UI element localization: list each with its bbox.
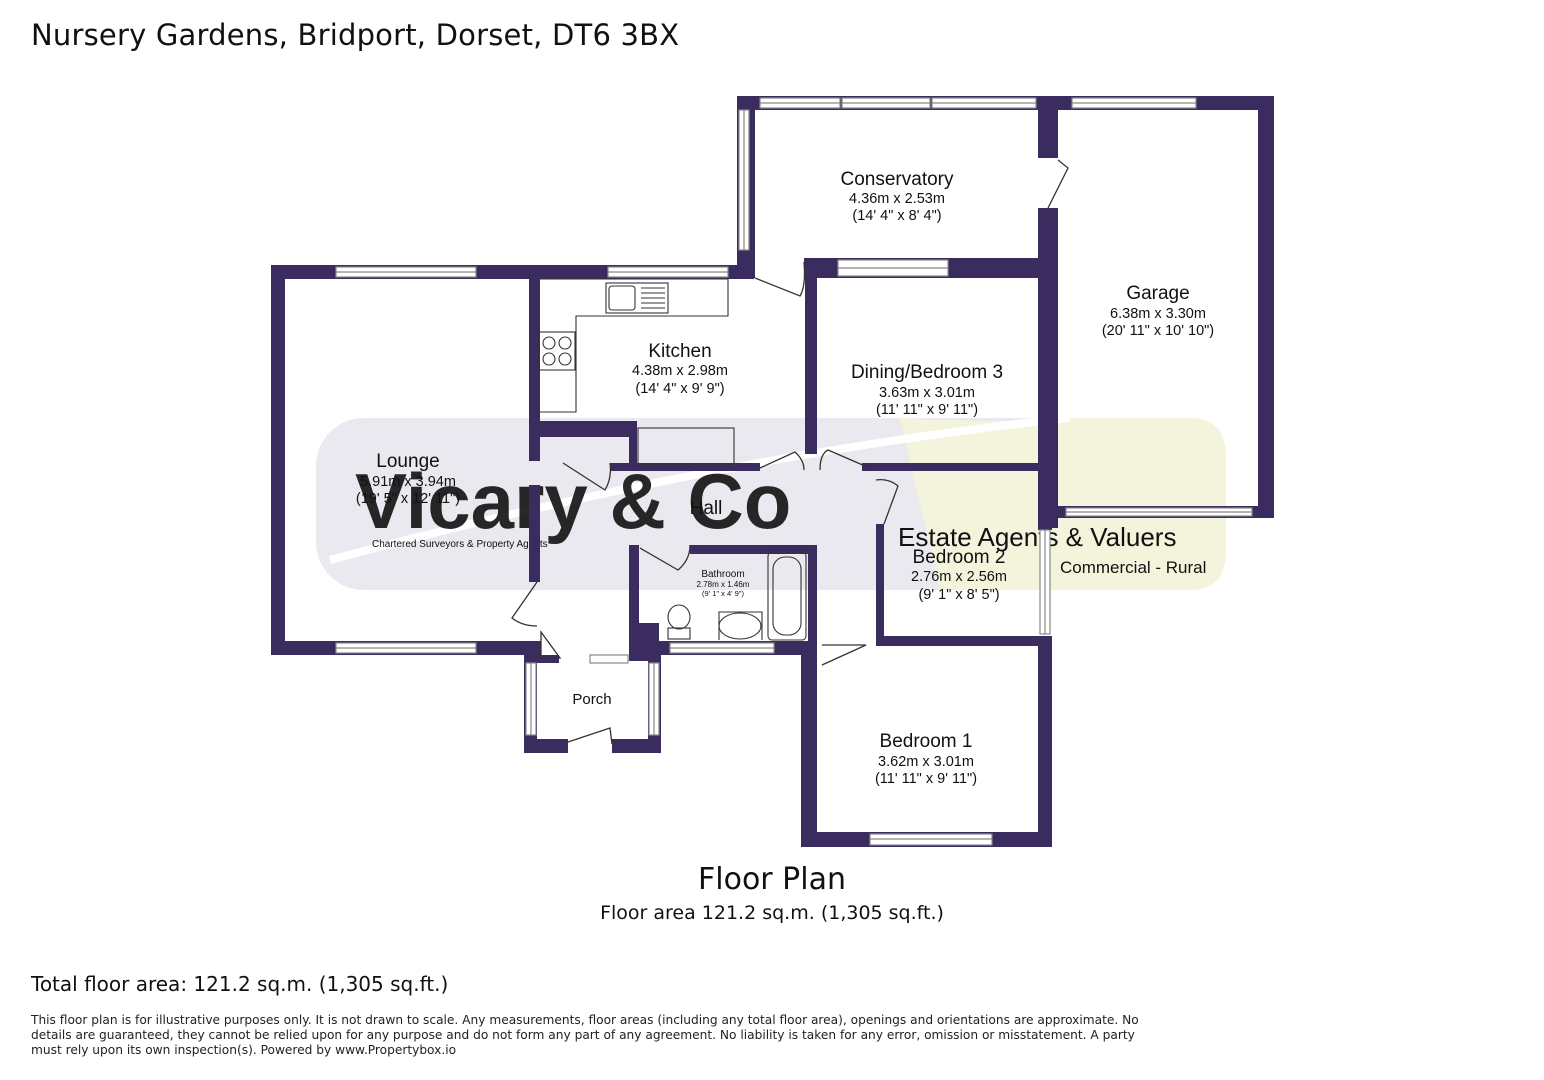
room-name-bedroom2: Bedroom 2 [913,547,1006,568]
wall-bathroom-left [629,545,639,655]
wall-conservatory-garage-lower [1038,208,1058,528]
room-size-metric-bedroom1: 3.62m x 3.01m [878,754,974,770]
wall-dining-left [805,278,817,454]
room-size-metric-dining: 3.63m x 3.01m [879,385,975,401]
watermark-swoosh [328,414,1071,564]
basin-unit [718,611,763,640]
window-porch-top [589,654,629,664]
kitchen-hob [538,331,576,371]
wall-bedroom2-left [876,524,884,644]
watermark: Vicary & Co Chartered Surveyors & Proper… [316,414,1226,590]
wall-cupboard-top [529,421,635,437]
sink-bowl [608,285,636,311]
room-name-dining: Dining/Bedroom 3 [851,362,1003,383]
door-bathroom [639,544,691,571]
basin [718,612,762,640]
wall-dining-bottom [862,463,1052,471]
wall-porch-top-left [537,655,559,663]
watermark-sectors: Commercial - Rural [1060,558,1206,577]
room-labels: Conservatory 4.36m x 2.53m (14' 4" x 8' … [356,169,1214,787]
room-name-garage: Garage [1126,283,1189,304]
wall-kitchen-bottom [610,463,760,471]
wall-porch-bottom-left [524,739,568,753]
room-size-imperial-bedroom2: (9' 1" x 8' 5") [918,587,999,603]
watermark-tagline: Estate Agents & Valuers [898,522,1176,552]
wall-bathroom-right [808,545,817,655]
hob-ring [558,336,572,350]
room-size-metric-kitchen: 4.38m x 2.98m [632,363,728,379]
room-size-imperial-lounge: (19' 5" x 12' 11") [356,491,460,507]
door-cupboard [562,462,612,491]
plan-floor-area: Floor area 121.2 sq.m. (1,305 sq.ft.) [600,902,944,924]
door-dining [819,449,866,471]
kitchen-sink [605,282,669,314]
room-name-hall: Hall [690,498,723,519]
door-kitchen [759,451,805,471]
room-size-metric-conservatory: 4.36m x 2.53m [849,191,945,207]
door-hall-porch [540,630,562,659]
room-name-conservatory: Conservatory [841,169,954,190]
door-bedroom2 [875,478,899,525]
wall-kitchen-bottom-end [734,463,760,471]
bath-inner [772,556,802,636]
room-size-metric-garage: 6.38m x 3.30m [1110,306,1206,322]
wall-cupboard-right [629,421,637,471]
room-size-metric-bathroom: 2.78m x 1.46m [697,580,750,589]
wall-lounge-hall [529,485,540,582]
room-size-imperial-dining: (11' 11" x 9' 11") [876,402,978,418]
watermark-brand: Vicary & Co [355,457,791,545]
plan-title: Floor Plan [698,862,846,897]
door-bedroom1 [821,644,867,666]
room-size-imperial-bathroom: (9' 1" x 4' 9") [702,589,744,598]
room-size-metric-lounge: 5.91m x 3.94m [360,474,456,490]
wall-porch-bottom-right [612,739,661,753]
wall-lounge-cupboard [529,421,540,461]
wall-lounge-left [271,265,285,655]
wall-bathroom-top [690,545,816,554]
wall-bedroom2-right-top [1038,518,1052,530]
hob-ring [558,352,572,366]
toilet-bowl [667,604,691,630]
watermark-accent [900,418,1226,590]
room-name-kitchen: Kitchen [648,341,711,362]
total-floor-area: Total floor area: 121.2 sq.m. (1,305 sq.… [31,972,449,996]
kitchen-worktop [540,278,729,413]
room-size-imperial-garage: (20' 11" x 10' 10") [1102,323,1214,339]
room-name-porch: Porch [572,691,611,708]
disclaimer: This floor plan is for illustrative purp… [31,1013,1139,1057]
door-porch [567,727,613,745]
room-size-imperial-kitchen: (14' 4" x 9' 9") [635,381,724,397]
door-conservatory-dining [754,261,806,297]
fixtures [538,278,807,641]
room-name-bathroom: Bathroom [701,569,744,580]
kitchen-unit [637,427,735,465]
wall-conservatory-garage-upper [1038,96,1058,158]
door-conservatory-garage [1047,159,1069,209]
room-name-bedroom1: Bedroom 1 [880,731,973,752]
room-size-imperial-conservatory: (14' 4" x 8' 4") [852,208,941,224]
room-size-metric-bedroom2: 2.76m x 2.56m [911,569,1007,585]
hob-ring [542,336,556,350]
wall-bedroom2-bottom [876,636,1052,646]
door-lounge [511,581,538,627]
hob-ring [542,352,556,366]
toilet-cistern [667,627,691,640]
wall-bedroom1-left [801,641,817,847]
doors [511,159,1069,745]
wall-lounge-kitchen [529,279,540,421]
windows [335,97,1253,846]
bath [767,551,807,641]
wall-garage-right [1258,96,1274,518]
watermark-subtagline: Chartered Surveyors & Property Agents [372,539,548,550]
room-size-imperial-bedroom1: (11' 11" x 9' 11") [875,771,977,787]
property-address: Nursery Gardens, Bridport, Dorset, DT6 3… [31,18,680,52]
room-name-lounge: Lounge [376,451,439,472]
wall-bedroom1-right [1038,636,1052,847]
